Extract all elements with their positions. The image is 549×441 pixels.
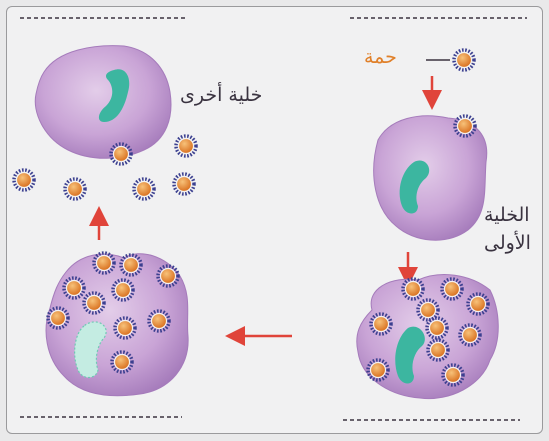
virus-icon — [113, 280, 133, 300]
virus-icon — [64, 278, 84, 298]
virus-icon — [368, 360, 388, 380]
virus-icon — [158, 266, 178, 286]
cell-stage-4 — [14, 46, 196, 199]
released-virus-icon — [111, 144, 131, 164]
virus-icon — [428, 340, 448, 360]
virus-label: حمة — [364, 46, 397, 68]
virus-icon — [468, 294, 488, 314]
released-virus-icon — [14, 170, 34, 190]
released-virus-icon — [65, 179, 85, 199]
virus-icon — [427, 318, 447, 338]
virus-icon — [94, 253, 114, 273]
virus-icon — [371, 314, 391, 334]
virus-icon — [443, 365, 463, 385]
first-cell-label-line2: الأولى — [484, 232, 531, 254]
cell-stage-3 — [46, 253, 188, 396]
legend-virus-icon — [454, 50, 474, 70]
virus-icon — [460, 325, 480, 345]
cell-stage-2 — [357, 275, 499, 399]
virus-icon — [115, 318, 135, 338]
first-cell-label-line1: الخلية — [484, 204, 530, 226]
virus-icon — [48, 308, 68, 328]
other-cell-label: خلية أخرى — [180, 84, 262, 106]
virus-icon — [84, 293, 104, 313]
released-virus-icon — [176, 136, 196, 156]
released-virus-icon — [134, 179, 154, 199]
attached-virus-icon — [455, 116, 475, 136]
virus-icon — [112, 352, 132, 372]
cell-stage-1 — [374, 116, 487, 240]
virus-icon — [149, 311, 169, 331]
virus-icon — [442, 279, 462, 299]
virus-icon — [403, 279, 423, 299]
released-virus-icon — [174, 174, 194, 194]
virus-icon — [121, 255, 141, 275]
